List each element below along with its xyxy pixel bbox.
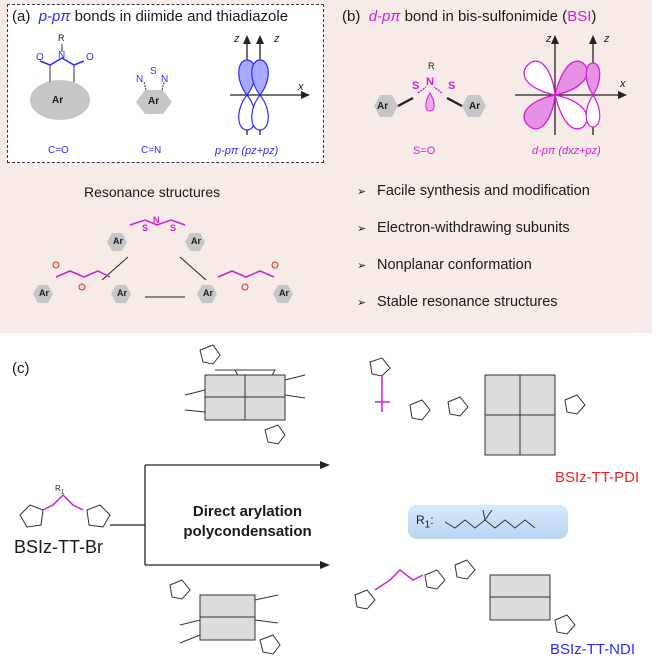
resonance-ar-1: Ar: [113, 236, 124, 246]
arrowhead-bullet-icon: ➢: [357, 223, 367, 235]
bsiz-tt-pdi-structure: [369, 357, 586, 456]
feature-item: ➢ Stable resonance structures: [357, 294, 590, 331]
pp-axis-z2: z: [274, 33, 280, 45]
thiadiazole-s: S: [150, 66, 157, 77]
panel-a-title-rest: bonds in diimide and thiadiazole: [70, 8, 289, 25]
bsi-n: N: [426, 76, 434, 88]
feature-item: ➢ Electron-withdrawing subunits: [357, 220, 590, 257]
bsi-s-left: S: [412, 80, 420, 92]
reaction-line-1: Direct arylation: [192, 503, 303, 520]
resonance-left: [33, 261, 131, 303]
bsiz-tt-ndi-structure: [354, 559, 576, 635]
imide-bond-label: C=O: [48, 145, 69, 156]
resonance-right: [197, 261, 293, 303]
feature-text: Nonplanar conformation: [377, 257, 532, 273]
bsi-ar-left: Ar: [377, 101, 389, 112]
reaction-line-2: polycondensation: [183, 523, 312, 540]
dp-axis-z1: z: [546, 33, 552, 45]
r1-structure: [444, 509, 536, 529]
dp-pi-orbital-diagram: [515, 35, 627, 135]
bsi-ar-right: Ar: [469, 101, 481, 112]
reaction-conditions: Direct arylation polycondensation: [180, 502, 315, 542]
panel-b-title-abbr: BSI: [567, 8, 592, 25]
bsi-r-label: R: [428, 61, 435, 71]
polymer-2-name: BSIz-TT-NDI: [550, 641, 635, 658]
svg-text:S: S: [170, 223, 176, 233]
feature-text: Electron-withdrawing subunits: [377, 220, 570, 236]
imide-o-left: O: [36, 52, 44, 63]
pp-pi-orbital-diagram: [230, 35, 310, 135]
arrowhead-bullet-icon: ➢: [357, 297, 367, 309]
feature-item: ➢ Nonplanar conformation: [357, 257, 590, 294]
ar-ellipse: [30, 80, 90, 120]
polymer-1-name: BSIz-TT-PDI: [555, 469, 640, 486]
feature-text: Stable resonance structures: [377, 294, 558, 310]
panel-b-title-prefix: d-pπ: [368, 8, 401, 25]
r1-label: R1:: [416, 513, 434, 531]
dp-axis-z2: z: [604, 33, 610, 45]
arrowhead-bullet-icon: ➢: [357, 186, 367, 198]
svg-text:N: N: [153, 215, 160, 225]
reaction-arrow: [110, 461, 330, 569]
pdi-monomer-structure: [184, 344, 306, 445]
thiadiazole-n-left: N: [136, 74, 144, 85]
panel-b-title-mid: bond in bis-sulfonimide (: [400, 8, 568, 25]
panel-c-tag: (c): [12, 360, 30, 377]
resonance-top: S N S: [107, 215, 205, 251]
resonance-ar-6: Ar: [279, 288, 290, 298]
panel-b-title-end: ): [591, 8, 597, 25]
resonance-ar-4: Ar: [117, 288, 128, 298]
bsi-bond-label: S=O: [413, 145, 436, 157]
panel-b-tag: (b): [342, 8, 361, 25]
pp-axis-x: x: [298, 81, 304, 93]
arrowhead-bullet-icon: ➢: [357, 260, 367, 272]
thiadiazole-ar-label: Ar: [148, 96, 160, 107]
imide-structure: [30, 44, 90, 120]
feature-item: ➢ Facile synthesis and modification: [357, 183, 590, 220]
monomer-name: BSIz-TT-Br: [14, 537, 103, 557]
svg-text:S: S: [142, 223, 148, 233]
pp-axis-z1: z: [234, 33, 240, 45]
panel-a-title: (a) p-pπ bonds in diimide and thiadiazol…: [12, 8, 288, 25]
feature-list: ➢ Facile synthesis and modification ➢ Elec…: [357, 183, 590, 331]
thiadiazole-n-right: N: [161, 74, 169, 85]
panel-a-tag: (a): [12, 8, 31, 25]
resonance-structures-diagram: S N S: [33, 215, 293, 303]
bsi-structure: [374, 86, 486, 117]
imide-ar-label: Ar: [52, 95, 64, 106]
feature-text: Facile synthesis and modification: [377, 183, 590, 199]
bsi-s-right: S: [448, 80, 456, 92]
dp-pi-label: d-pπ (dxz+pz): [532, 145, 601, 157]
resonance-ar-3: Ar: [39, 288, 50, 298]
ndi-monomer-structure: [169, 579, 281, 655]
thiadiazole-structure: [136, 81, 172, 114]
resonance-title: Resonance structures: [84, 184, 221, 200]
thiadiazole-bond-label: C=N: [141, 145, 162, 156]
imide-n: N: [58, 50, 66, 61]
resonance-ar-2: Ar: [191, 236, 202, 246]
pp-pi-label: p-pπ (pz+pz): [215, 145, 279, 157]
panel-a-title-prefix: p-pπ: [38, 8, 71, 25]
bsiz-tt-br-structure: [19, 493, 111, 528]
panel-b-title: (b) d-pπ bond in bis-sulfonimide (BSI): [342, 8, 596, 25]
imide-o-right: O: [86, 52, 94, 63]
bsiz-r1-label: R1: [55, 484, 65, 496]
imide-r-label: R: [58, 33, 65, 43]
resonance-ar-5: Ar: [203, 288, 214, 298]
dp-axis-x: x: [620, 78, 626, 90]
